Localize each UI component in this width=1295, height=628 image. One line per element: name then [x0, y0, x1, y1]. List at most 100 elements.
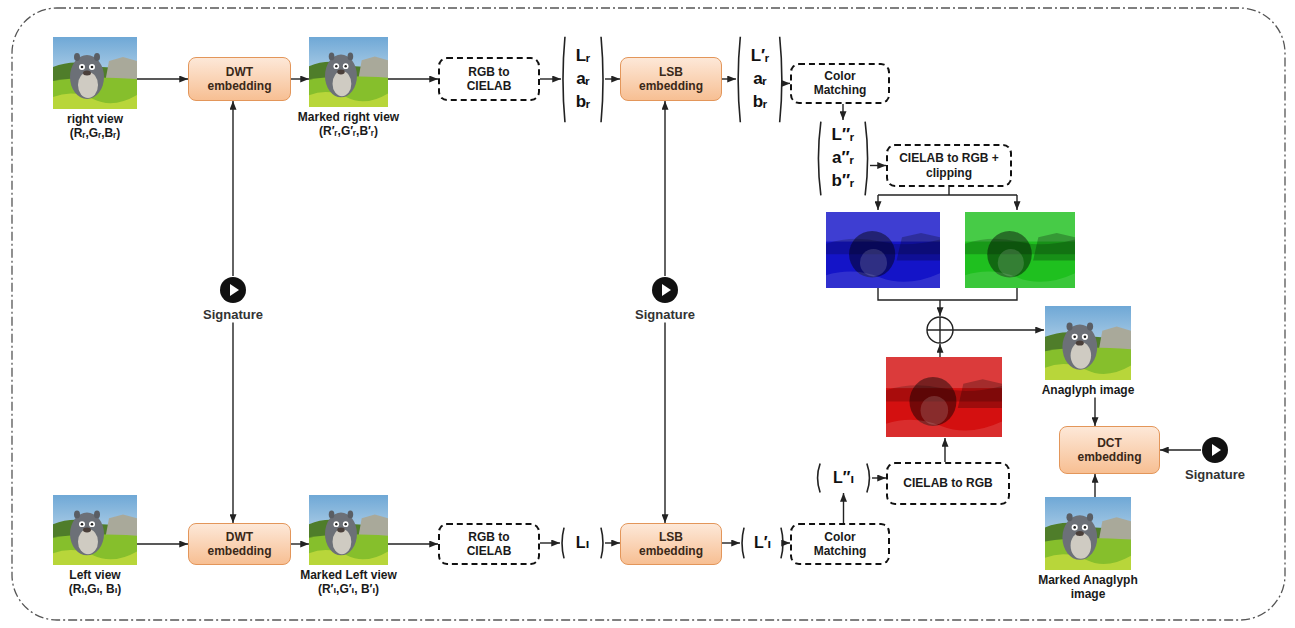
signature-label: Signature [1185, 467, 1245, 483]
vector-bracket: L″ᵣa″ᵣb″ᵣ [816, 120, 870, 197]
connector-arrow [137, 78, 188, 79]
image-node: Anaglyph image [1045, 306, 1131, 380]
vector-bracket: L′ₗ [740, 527, 785, 559]
connector-arrow [843, 493, 844, 523]
vector-component: Lₗ [576, 532, 589, 554]
box-label: LSB embedding [635, 65, 707, 94]
box-label: LSB embedding [635, 530, 707, 559]
play-icon [1201, 436, 1229, 464]
vector-component: Lᵣ [576, 45, 591, 68]
connector-arrow [540, 78, 561, 79]
caption-title: Marked Anaglyph image [1031, 573, 1146, 602]
box-label: RGB to CIELAB [459, 65, 519, 94]
vector-component: bᵣ [576, 91, 591, 114]
vector-component: b″ᵣ [832, 170, 855, 193]
box-label: DWT embedding [204, 65, 276, 94]
signature-label: Signature [203, 307, 263, 323]
connector-arrow [388, 543, 438, 544]
box-label: Color Matching [805, 69, 875, 98]
caption-title: Marked right view [298, 110, 399, 124]
vector-component: aᵣ [753, 68, 767, 91]
image-caption: Marked Left view(R′ₗ,G′ₗ, B′ₗ) [300, 568, 397, 597]
connector-arrow [540, 542, 560, 543]
play-icon [219, 276, 247, 304]
process-box: LSB embedding [620, 523, 722, 565]
box-label: CIELAB to RGB + clipping [899, 151, 999, 180]
image-caption: Marked Anaglyph image [1031, 573, 1146, 602]
vector-component: a″ᵣ [832, 147, 854, 170]
caption-title: Anaglyph image [1042, 383, 1135, 397]
conversion-box: Color Matching [790, 523, 890, 565]
connector-arrow [232, 323, 233, 523]
sum-symbol [927, 317, 953, 343]
caption-title: Left view [69, 568, 122, 582]
conversion-box: CIELAB to RGB [886, 462, 1010, 505]
image-caption: Anaglyph image [1042, 383, 1135, 397]
scene-picture [309, 37, 388, 107]
vector-component: aᵣ [576, 68, 590, 91]
scene-picture [1045, 497, 1131, 570]
connector-arrow [232, 101, 233, 276]
play-icon [651, 276, 679, 304]
green-channel-image [965, 212, 1075, 288]
scene-picture [1045, 306, 1131, 380]
connector-arrow [291, 78, 309, 79]
box-label: RGB to CIELAB [459, 530, 519, 559]
channel-tuple: (Rₗ,Gₗ, Bₗ) [69, 582, 122, 596]
caption-title: Marked Left view [300, 568, 397, 582]
scene-picture [53, 37, 137, 109]
channel-tuple: (Rᵣ,Gᵣ,Bᵣ) [67, 126, 123, 140]
vector-component: L″ᵣ [832, 124, 855, 147]
connector-arrow [722, 542, 740, 543]
process-box: DCT embedding [1059, 426, 1160, 474]
connector-arrow [664, 323, 665, 523]
connector-arrow [291, 543, 309, 544]
signature-icon: Signature [651, 276, 679, 304]
connector-arrow [1094, 474, 1095, 497]
connector-arrow [137, 543, 188, 544]
box-label: DCT embedding [1074, 436, 1146, 465]
blue-channel-image [826, 212, 940, 288]
image-caption: Left view(Rₗ,Gₗ, Bₗ) [69, 568, 122, 597]
vector-bracket: L′ᵣaᵣbᵣ [736, 35, 784, 124]
vector-component: L′ₗ [754, 532, 771, 554]
process-box: LSB embedding [620, 57, 722, 101]
caption-title: right view [67, 112, 123, 126]
conversion-box: Color Matching [790, 63, 890, 104]
connector-arrow [388, 78, 438, 79]
box-label: Color Matching [805, 530, 875, 559]
signature-caption: Signature [203, 307, 263, 323]
conversion-box: CIELAB to RGB + clipping [886, 144, 1012, 187]
conversion-box: RGB to CIELAB [438, 523, 540, 565]
process-box: DWT embedding [188, 57, 291, 101]
image-node: Marked Left view(R′ₗ,G′ₗ, B′ₗ) [309, 495, 388, 565]
connector-arrow [605, 78, 620, 79]
signature-icon: Signature [1201, 436, 1229, 464]
scene-picture [53, 495, 137, 565]
image-node: Left view(Rₗ,Gₗ, Bₗ) [53, 495, 137, 565]
signature-caption: Signature [635, 307, 695, 323]
vector-bracket: Lₗ [560, 527, 605, 559]
vector-component: L″ₗ [833, 467, 854, 489]
connector-arrow [1160, 449, 1201, 450]
signature-icon: Signature [219, 276, 247, 304]
signature-label: Signature [635, 307, 695, 323]
box-label: DWT embedding [204, 530, 276, 559]
signature-caption: Signature [1185, 467, 1245, 483]
conversion-box: RGB to CIELAB [438, 57, 540, 101]
scene-picture [309, 495, 388, 565]
image-caption: right view(Rᵣ,Gᵣ,Bᵣ) [67, 112, 123, 141]
image-node: right view(Rᵣ,Gᵣ,Bᵣ) [53, 37, 137, 109]
outer-frame [12, 8, 1285, 620]
connector-arrow [842, 104, 843, 120]
connector-arrow [722, 78, 736, 79]
process-box: DWT embedding [188, 523, 291, 565]
vector-component: L′ᵣ [751, 45, 770, 68]
channel-tuple: (R′ₗ,G′ₗ, B′ₗ) [300, 582, 397, 596]
vector-bracket: Lᵣaᵣbᵣ [561, 35, 605, 124]
connector-arrow [605, 542, 620, 543]
box-label: CIELAB to RGB [903, 476, 992, 490]
red-channel-image [886, 357, 1002, 437]
image-caption: Marked right view(R′ᵣ,G′ᵣ,B′ᵣ) [298, 110, 399, 139]
channel-tuple: (R′ᵣ,G′ᵣ,B′ᵣ) [298, 124, 399, 138]
